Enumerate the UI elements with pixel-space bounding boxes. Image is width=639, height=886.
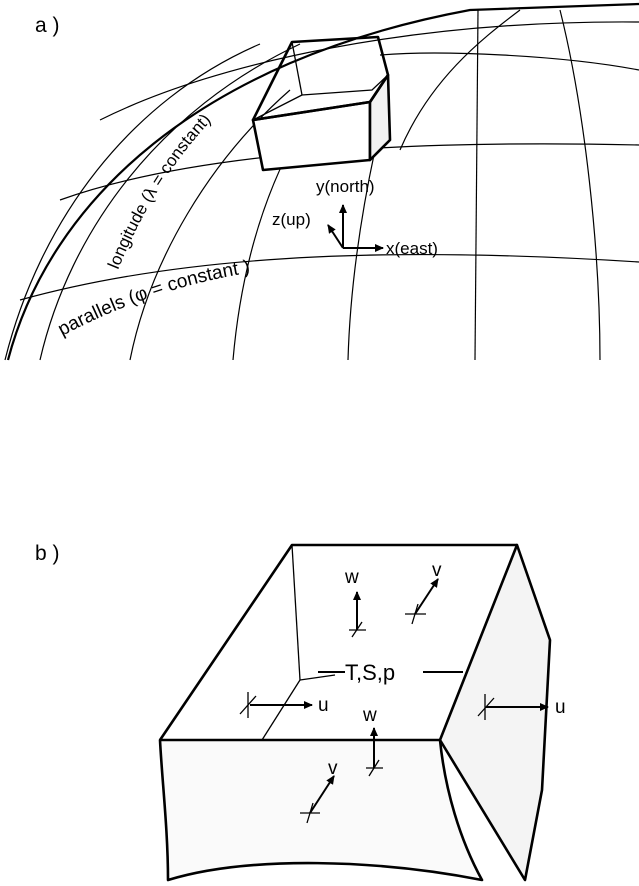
parallels-label: parallels (φ = constant ): [55, 257, 252, 341]
scalars-label: T,S,p: [345, 660, 395, 685]
globe-limb: [6, 2, 639, 361]
longitude-label: longitude (λ = constant): [104, 110, 214, 271]
box-b-right-face: [438, 543, 552, 882]
v-top-vector: v: [405, 560, 442, 625]
panel-b: b ) T,S,p w v: [35, 542, 566, 882]
axis-up-label: z(up): [272, 210, 311, 229]
u-right-vector: u: [477, 694, 566, 720]
panel-a: a ): [4, 2, 639, 361]
v-bottom-label: v: [328, 758, 338, 779]
parallels: [19, 21, 639, 301]
box-top-rim: [251, 35, 390, 122]
up-arrow: [327, 224, 344, 249]
panel-a-label: a ): [35, 14, 60, 37]
axis-north-label: y(north): [316, 177, 375, 196]
w-top-label: w: [344, 567, 359, 588]
v-bottom-vector: v: [300, 758, 338, 824]
u-right-label: u: [555, 697, 566, 718]
coordinate-axes: y(north) z(up) x(east): [272, 177, 438, 258]
w-top-vector: w: [344, 567, 366, 638]
panel-b-label: b ): [35, 542, 60, 565]
box-b-front-face: [158, 738, 484, 882]
w-bottom-label: w: [362, 705, 377, 726]
v-top-label: v: [432, 560, 442, 581]
box-inner-edges: [301, 74, 389, 96]
w-bottom-vector: w: [362, 705, 383, 777]
u-left-label: u: [318, 695, 329, 716]
axis-east-label: x(east): [386, 239, 438, 258]
u-left-vector: u: [239, 692, 329, 718]
globe-grid-box: [251, 35, 392, 172]
